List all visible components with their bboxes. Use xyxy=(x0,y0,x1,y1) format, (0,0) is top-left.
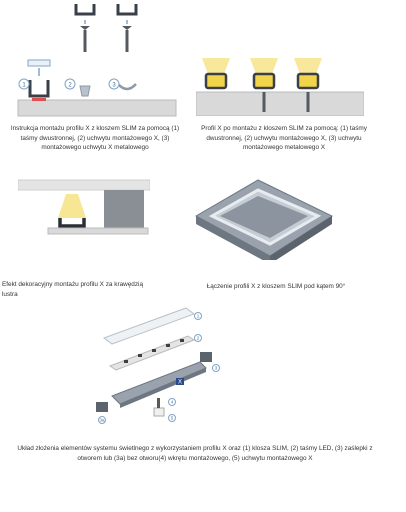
end-cap-no-hole xyxy=(96,402,108,412)
figure-exploded-assembly: X 1 2 3 3a 4 5 xyxy=(92,306,228,428)
end-cap-with-hole xyxy=(200,352,212,362)
caption-mounting-instruction: Instrukcja montażu profilu X z kloszem S… xyxy=(10,125,180,151)
step-badge-2 xyxy=(64,78,76,90)
caption-mirror-effect: Efekt dekoracyjny montażu profilu X za k… xyxy=(2,281,144,298)
mounted-profile-2 xyxy=(252,72,276,90)
figure-mirror-effect xyxy=(18,178,150,238)
figure-mounting-instruction: 1 2 3 xyxy=(14,0,184,120)
callout-1: 1 xyxy=(197,314,200,319)
caption-exploded-assembly: Układ złożenia elementów systemu świetln… xyxy=(17,445,373,462)
profile-mark: X xyxy=(178,380,182,386)
mirror-edge xyxy=(18,179,150,191)
callout-3a: 3a xyxy=(99,418,105,423)
step-badge-1 xyxy=(18,78,30,90)
callout-4: 4 xyxy=(171,400,174,405)
caption-profile-mounted: Profil X po montażu z kloszem SLIM za po… xyxy=(201,125,367,151)
callout-3: 3 xyxy=(215,366,218,371)
mounted-profile-1 xyxy=(204,72,228,90)
step-label-2: 2 xyxy=(68,83,72,89)
mounting-screw xyxy=(157,398,160,408)
step-badge-3 xyxy=(108,78,120,90)
profile-mark-badge xyxy=(176,378,184,385)
double-sided-tape xyxy=(32,98,46,101)
figure-profile-mounted xyxy=(196,56,364,116)
mirror-panel xyxy=(104,190,144,234)
led-strip xyxy=(108,335,196,371)
step-label-1: 1 xyxy=(22,83,26,89)
profile-3 xyxy=(116,4,138,91)
mounting-holder xyxy=(153,407,165,417)
mounting-surface xyxy=(17,99,177,117)
mounted-profile-3 xyxy=(296,72,320,90)
profile-x xyxy=(111,361,207,405)
profile-behind-mirror xyxy=(58,218,86,228)
figure-corner-joint xyxy=(186,176,342,260)
profile-1 xyxy=(27,59,51,98)
wall-surface xyxy=(47,227,149,235)
callout-2: 2 xyxy=(197,336,200,341)
mounting-surface xyxy=(196,91,364,116)
caption-corner-joint: Łączenie profili X z kloszem SLIM pod ką… xyxy=(206,283,346,290)
profile-2 xyxy=(74,4,96,97)
step-label-3: 3 xyxy=(112,83,116,89)
diffuser-slim xyxy=(102,307,196,345)
callout-5: 5 xyxy=(171,416,174,421)
